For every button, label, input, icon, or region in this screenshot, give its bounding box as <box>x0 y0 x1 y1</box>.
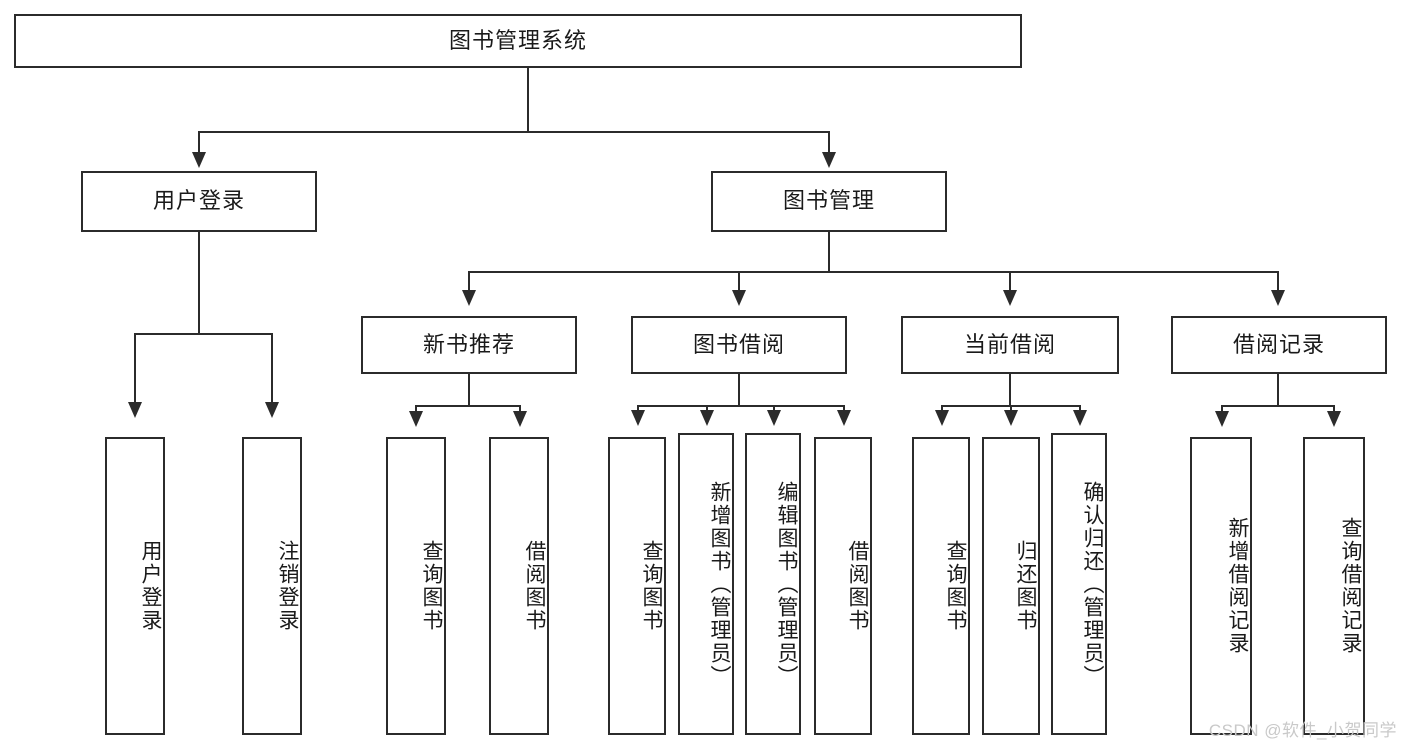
node-label: 图书管理系统 <box>448 27 587 53</box>
connector-bb-bus <box>637 405 845 407</box>
connector-bm-drop-3 <box>1009 271 1011 293</box>
arrowhead-leaf-logout <box>265 402 279 418</box>
arrowhead-book-borrow <box>732 290 746 306</box>
connector-br-stem <box>1277 374 1279 407</box>
node-label: 用户登录 <box>152 188 245 214</box>
leaf-borrow-book[interactable]: 借阅图书 <box>814 437 872 735</box>
connector-book-management-bus <box>468 271 1279 273</box>
connector-br-bus <box>1221 405 1335 407</box>
node-label: 新增借阅记录 <box>1226 517 1249 655</box>
node-user-login[interactable]: 用户登录 <box>81 171 317 232</box>
arrowhead-leaf-br-2 <box>1327 411 1341 427</box>
node-label: 借阅图书 <box>846 540 869 632</box>
node-label: 新书推荐 <box>422 331 515 357</box>
node-label: 查询借阅记录 <box>1339 517 1362 655</box>
leaf-confirm-return-admin[interactable]: 确认归还（管理员） <box>1051 433 1107 735</box>
leaf-query-book-recommend[interactable]: 查询图书 <box>386 437 446 735</box>
leaf-add-book-admin[interactable]: 新增图书（管理员） <box>678 433 734 735</box>
node-label: 编辑图书（管理员） <box>775 480 798 688</box>
connector-nbr-stem <box>468 374 470 407</box>
arrowhead-leaf-cb-2 <box>1004 410 1018 426</box>
node-borrow-record[interactable]: 借阅记录 <box>1171 316 1387 374</box>
arrowhead-leaf-bb-3 <box>767 410 781 426</box>
leaf-user-login[interactable]: 用户登录 <box>105 437 165 735</box>
connector-bm-drop-2 <box>738 271 740 293</box>
connector-root-bus <box>198 131 829 133</box>
arrowhead-leaf-bb-4 <box>837 410 851 426</box>
arrowhead-leaf-nbr-1 <box>409 411 423 427</box>
arrowhead-leaf-bb-2 <box>700 410 714 426</box>
connector-bm-drop-1 <box>468 271 470 293</box>
connector-br-drop-1 <box>1221 405 1223 415</box>
node-label: 查询图书 <box>640 540 663 632</box>
node-label: 借阅记录 <box>1232 331 1325 357</box>
connector-user-login-bus <box>134 333 272 335</box>
connector-cb-stem <box>1009 374 1011 407</box>
arrowhead-new-book-recommend <box>462 290 476 306</box>
leaf-query-book-borrow[interactable]: 查询图书 <box>608 437 666 735</box>
node-label: 新增图书（管理员） <box>708 480 731 688</box>
connector-root-to-user-login <box>198 131 200 155</box>
arrowhead-book-management <box>822 152 836 168</box>
connector-br-drop-2 <box>1333 405 1335 415</box>
leaf-logout[interactable]: 注销登录 <box>242 437 302 735</box>
arrowhead-leaf-br-1 <box>1215 411 1229 427</box>
node-label: 用户登录 <box>139 540 162 632</box>
node-label: 图书管理 <box>782 188 875 214</box>
node-book-management[interactable]: 图书管理 <box>711 171 947 232</box>
arrowhead-leaf-cb-3 <box>1073 410 1087 426</box>
node-label: 查询图书 <box>420 540 443 632</box>
arrowhead-leaf-cb-1 <box>935 410 949 426</box>
connector-bm-drop-4 <box>1277 271 1279 293</box>
connector-book-management-stem <box>828 232 830 272</box>
arrowhead-borrow-record <box>1271 290 1285 306</box>
connector-nbr-bus <box>415 405 521 407</box>
node-label: 借阅图书 <box>523 540 546 632</box>
arrowhead-leaf-bb-1 <box>631 410 645 426</box>
connector-root-to-book-management <box>828 131 830 155</box>
node-label: 图书借阅 <box>692 331 785 357</box>
leaf-edit-book-admin[interactable]: 编辑图书（管理员） <box>745 433 801 735</box>
node-root-book-management-system[interactable]: 图书管理系统 <box>14 14 1022 68</box>
leaf-query-book-current[interactable]: 查询图书 <box>912 437 970 735</box>
connector-nbr-drop-1 <box>415 405 417 415</box>
connector-user-login-drop-1 <box>134 333 136 405</box>
leaf-add-borrow-record[interactable]: 新增借阅记录 <box>1190 437 1252 735</box>
node-label: 归还图书 <box>1014 540 1037 632</box>
arrowhead-user-login <box>192 152 206 168</box>
connector-root-stem <box>527 68 529 132</box>
arrowhead-leaf-nbr-2 <box>513 411 527 427</box>
connector-bb-stem <box>738 374 740 407</box>
leaf-query-borrow-record[interactable]: 查询借阅记录 <box>1303 437 1365 735</box>
leaf-borrow-book-recommend[interactable]: 借阅图书 <box>489 437 549 735</box>
node-book-borrow[interactable]: 图书借阅 <box>631 316 847 374</box>
node-label: 查询图书 <box>944 540 967 632</box>
node-label: 注销登录 <box>276 540 299 632</box>
node-label: 确认归还（管理员） <box>1081 480 1104 688</box>
leaf-return-book[interactable]: 归还图书 <box>982 437 1040 735</box>
connector-nbr-drop-2 <box>519 405 521 415</box>
arrowhead-current-borrow <box>1003 290 1017 306</box>
node-label: 当前借阅 <box>963 331 1056 357</box>
node-new-book-recommend[interactable]: 新书推荐 <box>361 316 577 374</box>
connector-user-login-stem <box>198 232 200 334</box>
node-current-borrow[interactable]: 当前借阅 <box>901 316 1119 374</box>
arrowhead-leaf-user-login <box>128 402 142 418</box>
connector-user-login-drop-2 <box>271 333 273 405</box>
